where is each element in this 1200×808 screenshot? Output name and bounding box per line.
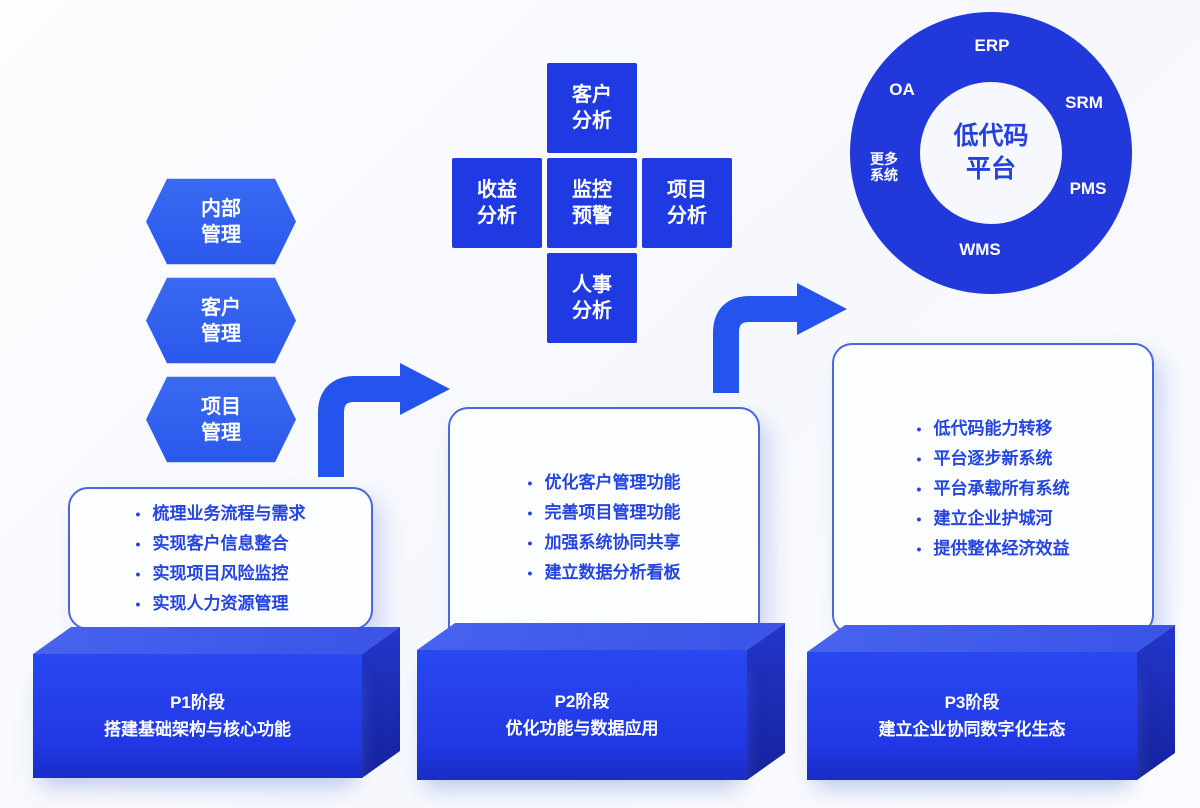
bullet-item: 实现项目风险监控 — [136, 559, 306, 589]
platform-top-face — [33, 627, 400, 654]
phase3-bullet-list: 低代码能力转移 平台逐步新系统 平台承载所有系统 建立企业护城河 提供整体经济效… — [917, 414, 1070, 564]
donut-center-label: 低代码 平台 — [953, 120, 1028, 186]
square-customer-analysis: 客户 分析 — [547, 63, 637, 153]
donut-center-line: 平台 — [965, 155, 1016, 183]
platform-subtitle: 建立企业协同数字化生态 — [878, 720, 1066, 739]
bullet-item: 实现人力资源管理 — [136, 589, 306, 619]
phase1-card: 梳理业务流程与需求 实现客户信息整合 实现项目风险监控 实现人力资源管理 — [68, 487, 373, 630]
platform-top-face — [417, 623, 785, 650]
platform-subtitle: 搭建基础架构与核心功能 — [104, 720, 291, 739]
bullet-item: 建立企业护城河 — [917, 504, 1070, 534]
square-label-line: 预警 — [572, 205, 612, 227]
hexagon-label-line: 客户 — [201, 296, 241, 319]
platform-front-face: P2阶段 优化功能与数据应用 — [417, 650, 747, 780]
square-label-line: 项目 — [667, 179, 707, 201]
platform-side-face — [1137, 625, 1175, 780]
square-label-line: 分析 — [572, 110, 612, 132]
wms-label: WMS — [959, 240, 1001, 259]
phase3-card: 低代码能力转移 平台逐步新系统 平台承载所有系统 建立企业护城河 提供整体经济效… — [832, 343, 1154, 635]
square-hr-analysis: 人事 分析 — [547, 253, 637, 343]
phase2-platform: P2阶段 优化功能与数据应用 — [417, 650, 747, 780]
platform-top-face — [807, 625, 1175, 652]
hexagon-internal-management: 内部 管理 — [146, 178, 296, 265]
pms-label: PMS — [1069, 179, 1107, 198]
bullet-item: 低代码能力转移 — [917, 414, 1070, 444]
square-project-analysis: 项目 分析 — [642, 158, 732, 248]
more-systems-label: 更多 系统 — [870, 151, 898, 183]
hexagon-label-line: 管理 — [201, 421, 241, 444]
bullet-item: 平台逐步新系统 — [917, 444, 1070, 474]
platform-side-face — [747, 623, 785, 780]
arrow-p1-to-p2 — [318, 363, 450, 477]
platform-stage-label: P2阶段 — [554, 692, 610, 711]
hexagon-customer-management: 客户 管理 — [146, 277, 296, 364]
bullet-item: 实现客户信息整合 — [136, 529, 306, 559]
hexagon-label-line: 项目 — [201, 395, 241, 418]
phase1-platform: P1阶段 搭建基础架构与核心功能 — [33, 654, 362, 778]
erp-label: ERP — [974, 36, 1010, 55]
platform-front-face: P3阶段 建立企业协同数字化生态 — [807, 652, 1137, 780]
square-label-line: 收益 — [477, 179, 517, 201]
square-revenue-analysis: 收益 分析 — [452, 158, 542, 248]
platform-side-face — [362, 627, 400, 778]
arrow-p2-to-p3 — [713, 283, 847, 393]
phase2-bullet-list: 优化客户管理功能 完善项目管理功能 加强系统协同共享 建立数据分析看板 — [528, 468, 680, 588]
oa-label: OA — [889, 80, 915, 99]
platform-stage-label: P3阶段 — [944, 693, 1000, 712]
bullet-item: 加强系统协同共享 — [528, 528, 680, 558]
hexagon-label-line: 管理 — [201, 223, 241, 246]
square-label-line: 分析 — [477, 205, 517, 227]
srm-label: SRM — [1065, 93, 1103, 112]
more-systems-line: 更多 — [870, 151, 898, 167]
square-label-line: 客户 — [572, 84, 612, 106]
hexagon-label-line: 管理 — [201, 322, 241, 345]
phase1-bullet-list: 梳理业务流程与需求 实现客户信息整合 实现项目风险监控 实现人力资源管理 — [136, 499, 306, 619]
square-monitoring-alert: 监控 预警 — [547, 158, 637, 248]
square-label-line: 监控 — [572, 179, 612, 201]
bullet-item: 优化客户管理功能 — [528, 468, 680, 498]
platform-front-face: P1阶段 搭建基础架构与核心功能 — [33, 654, 362, 778]
square-label-line: 人事 — [572, 274, 612, 296]
donut-center-line: 低代码 — [953, 122, 1029, 150]
bullet-item: 建立数据分析看板 — [528, 558, 680, 588]
square-label-line: 分析 — [572, 300, 612, 322]
platform-stage-label: P1阶段 — [170, 693, 225, 712]
more-systems-line: 系统 — [870, 167, 898, 183]
bullet-item: 梳理业务流程与需求 — [136, 499, 305, 529]
square-label-line: 分析 — [667, 205, 707, 227]
hexagon-label-line: 内部 — [201, 197, 241, 220]
bullet-item: 平台承载所有系统 — [917, 474, 1069, 504]
phase3-platform: P3阶段 建立企业协同数字化生态 — [807, 652, 1137, 780]
bullet-item: 完善项目管理功能 — [528, 498, 680, 528]
platform-subtitle: 优化功能与数据应用 — [505, 719, 659, 738]
hexagon-project-management: 项目 管理 — [146, 376, 296, 463]
bullet-item: 提供整体经济效益 — [917, 534, 1069, 564]
phase2-card: 优化客户管理功能 完善项目管理功能 加强系统协同共享 建立数据分析看板 — [448, 407, 760, 648]
